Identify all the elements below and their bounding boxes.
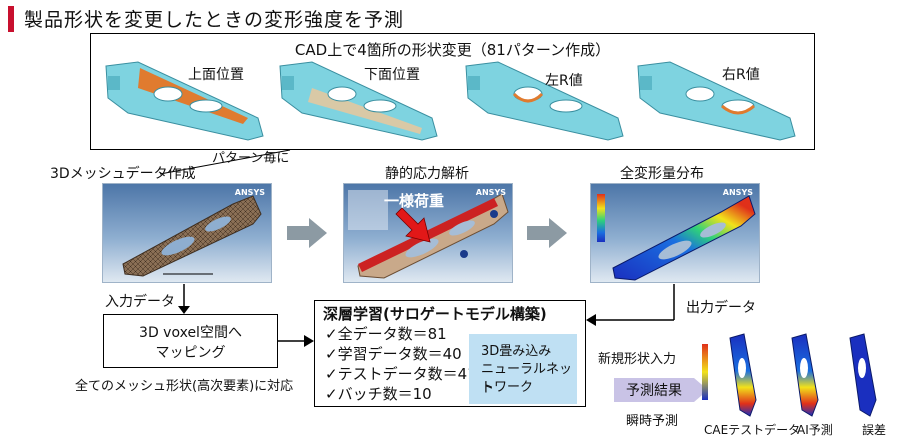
static-part-image	[348, 190, 509, 279]
flow-arrow-1	[287, 218, 327, 248]
cad-label-bottom-position: 下面位置	[364, 67, 420, 83]
pattern-connector	[159, 149, 291, 175]
dl-item-total: ✓全データ数＝81	[325, 325, 447, 343]
cnn-line-2: ニューラルネット	[481, 362, 573, 396]
step-deform-label: 全変形量分布	[620, 166, 704, 182]
voxel-to-dl-arrow	[278, 335, 314, 347]
static-analysis-render: ANSYS 一様荷重	[343, 183, 513, 283]
input-arrow	[178, 284, 190, 314]
cnn-line-3: トワーク	[481, 380, 534, 395]
caption-error: 誤差	[862, 423, 887, 437]
caption-cae-test: CAEテストデータ	[704, 423, 801, 437]
step-mesh-label: 3Dメッシュデータ作成	[50, 166, 196, 182]
cad-part-image-left-r	[465, 61, 624, 141]
deep-learning-title: 深層学習(サロゲートモデル構築)	[323, 305, 547, 323]
output-data-label: 出力データ	[686, 300, 756, 316]
step-static-label: 静的応力解析	[385, 166, 469, 182]
cad-part-image-right-r	[637, 61, 796, 141]
mesh-part-image	[122, 195, 262, 277]
cad-panel-heading: CAD上で4箇所の形状変更（81パターン作成）	[294, 41, 611, 59]
instant-prediction-label: 瞬時予測	[626, 414, 679, 429]
cnn-line-1: 3D畳み込み	[481, 344, 552, 359]
prediction-result-box: 予測結果	[614, 378, 694, 402]
cnn-box: 3D畳み込み ニューラルネット トワーク	[469, 334, 577, 404]
voxel-mapping-box: 3D voxel空間へ マッピング	[103, 314, 278, 368]
output-connector	[586, 284, 675, 326]
title-accent-bar	[8, 6, 14, 32]
flow-arrow-2	[527, 218, 567, 248]
cad-part-image-top	[105, 61, 264, 141]
mesh-support-note: 全てのメッシュ形状(高次要素)に対応	[75, 379, 294, 394]
cad-label-right-r: 右R値	[722, 67, 760, 83]
prediction-comparison-images	[702, 333, 877, 417]
voxel-line-1: 3D voxel空間へ	[139, 325, 242, 341]
new-shape-input-label: 新規形状入力	[598, 352, 677, 367]
dl-item-test: ✓テストデータ数＝41	[325, 365, 477, 383]
result-arrow-head	[694, 378, 708, 402]
pattern-note: パターン毎に	[212, 151, 290, 166]
ansys-logo: ANSYS	[234, 188, 265, 197]
caption-ai-prediction: AI予測	[797, 423, 833, 437]
mesh-render: ANSYS	[102, 183, 272, 283]
dl-item-train: ✓学習データ数＝40	[325, 345, 462, 363]
cad-label-top-position: 上面位置	[188, 67, 244, 83]
page-title: 製品形状を変更したときの変形強度を予測	[24, 9, 405, 31]
cad-label-left-r: 左R値	[545, 73, 583, 89]
ansys-logo: ANSYS	[722, 188, 753, 197]
ansys-logo: ANSYS	[475, 188, 506, 197]
dl-item-batch: ✓バッチ数＝10	[325, 385, 432, 403]
uniform-load-label: 一様荷重	[384, 192, 445, 210]
prediction-result-label: 予測結果	[626, 383, 682, 399]
voxel-line-2: マッピング	[155, 345, 226, 361]
deformation-part-image	[597, 194, 756, 281]
cad-part-image-bottom	[279, 61, 438, 141]
input-data-label: 入力データ	[105, 294, 175, 310]
deformation-render: ANSYS	[590, 183, 760, 283]
